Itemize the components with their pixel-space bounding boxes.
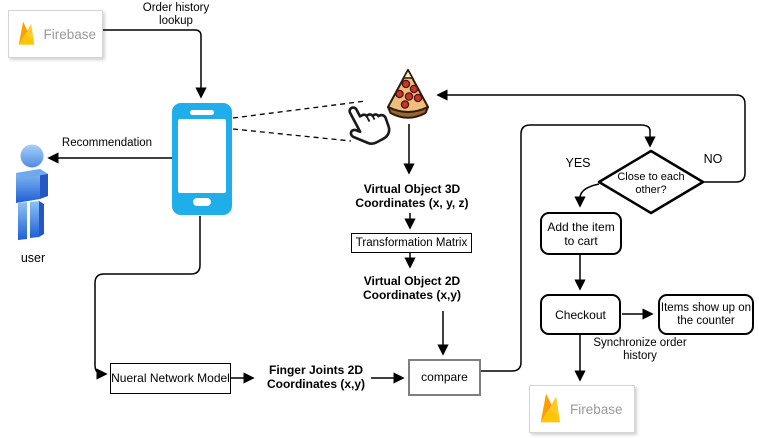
add-to-cart-node: Add the item to cart [540, 212, 622, 255]
user-figure-icon [16, 144, 48, 240]
camera-view-line-top [232, 100, 367, 119]
recommendation-label: Recommendation [56, 137, 158, 150]
yes-branch-label: YES [563, 157, 593, 170]
decision-diamond-shape [597, 149, 705, 215]
firebase-label: Firebase [570, 401, 623, 417]
firebase-logo-icon [18, 21, 35, 45]
virtual-object-2d-label: Virtual Object 2D Coordinates (x,y) [352, 274, 472, 302]
transformation-matrix-node: Transformation Matrix [351, 233, 472, 253]
checkout-node: Checkout [540, 294, 621, 335]
phone-home-button [193, 198, 211, 206]
phone-screen [178, 119, 226, 193]
phone-speaker [190, 110, 214, 115]
firebase-node-top: Firebase [8, 10, 103, 58]
order-history-lookup-label: Order history lookup [135, 2, 217, 28]
nueral-network-model-node: Nueral Network Model [110, 363, 231, 394]
synchronize-order-history-label: Synchronize order history [587, 337, 693, 363]
edge-firebase-to-phone [103, 29, 207, 99]
hand-cursor-icon [348, 106, 391, 145]
no-branch-label: NO [700, 153, 726, 166]
compare-node: compare [408, 359, 481, 396]
decision-close-label: Close to each other? [617, 171, 685, 196]
edge-compare-to-decision [481, 124, 656, 372]
edge-decision-yes [574, 183, 600, 208]
user-label: user [10, 252, 56, 265]
firebase-label: Firebase [43, 26, 96, 42]
items-counter-node: Items show up on the counter [658, 294, 754, 335]
smartphone-icon [172, 103, 232, 215]
firebase-logo-icon [540, 393, 561, 423]
edge-decision-no [436, 89, 746, 183]
firebase-node-bottom: Firebase [529, 385, 635, 433]
camera-view-line-bottom [232, 128, 352, 142]
virtual-object-3d-label: Virtual Object 3D Coordinates (x, y, z) [344, 182, 480, 210]
finger-joints-2d-label: Finger Joints 2D Coordinates (x,y) [262, 363, 370, 391]
edge-phone-to-nn [94, 216, 201, 380]
pizza-slice-icon [387, 68, 429, 119]
